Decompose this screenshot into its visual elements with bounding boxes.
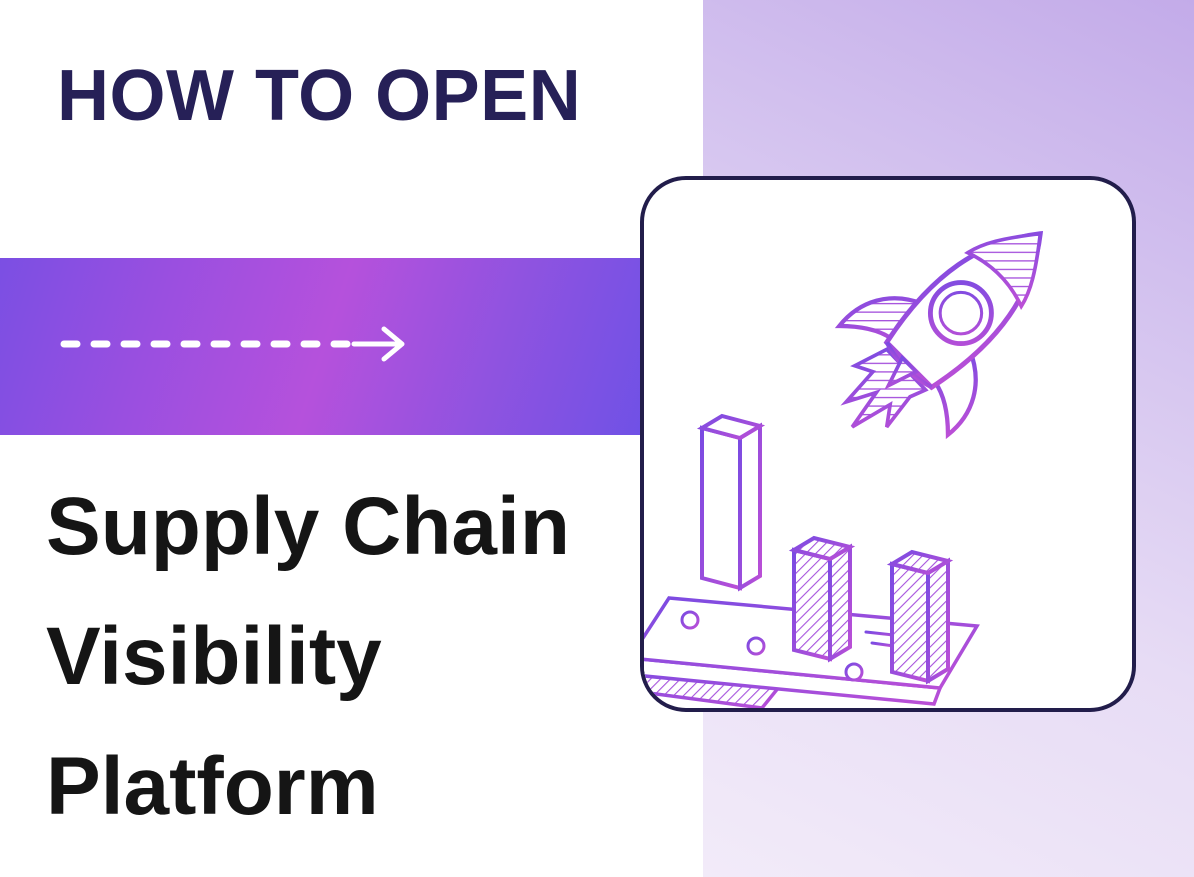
title-line-3: Platform — [46, 741, 379, 832]
main-title: Supply Chain Visibility Platform — [46, 462, 570, 852]
title-line-2: Visibility — [46, 611, 382, 702]
bar-right — [886, 549, 954, 685]
bolt-icon — [746, 636, 766, 656]
dashed-arrow-icon — [58, 322, 418, 366]
gradient-band — [0, 258, 650, 435]
bolt-icon — [680, 610, 700, 630]
fin-left — [834, 296, 929, 342]
rocket-bar-chart-illustration — [644, 230, 1044, 708]
bar-middle — [788, 535, 856, 663]
nose-cone — [964, 231, 1043, 310]
tail-fin — [884, 354, 920, 390]
bolt-icon — [844, 662, 864, 682]
eyebrow-title: HOW TO OPEN — [57, 56, 582, 136]
bar-tall — [696, 413, 766, 592]
rocket-icon — [834, 230, 1044, 440]
illustration-card — [640, 176, 1136, 712]
title-line-1: Supply Chain — [46, 481, 570, 572]
fin-right — [932, 345, 978, 440]
